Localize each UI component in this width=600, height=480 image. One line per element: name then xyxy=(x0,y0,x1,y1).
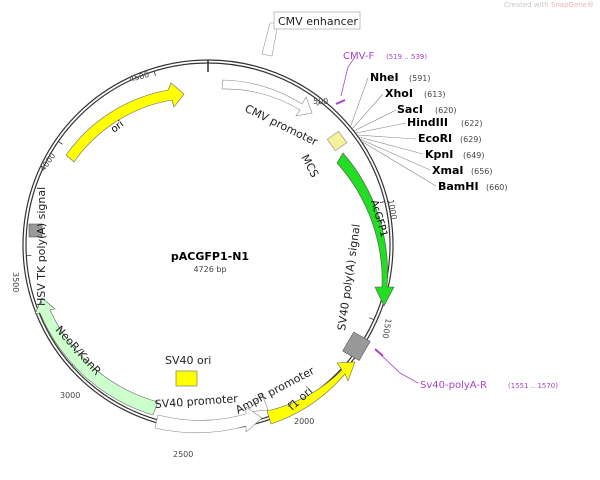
site-ecori-name[interactable]: EcoRI xyxy=(418,132,452,145)
restriction-site-leaders xyxy=(349,77,437,187)
site-hindiii-pos: (622) xyxy=(461,119,483,128)
tick-label-2500: 2500 xyxy=(173,450,193,459)
tick-label-3000: 3000 xyxy=(60,391,80,400)
tick-mark-4000 xyxy=(58,141,63,145)
tick-mark-1500 xyxy=(369,317,375,321)
sv40-promoter-feature[interactable] xyxy=(154,406,263,433)
mcs-feature[interactable] xyxy=(326,130,348,152)
site-nhei-pos: (591) xyxy=(409,74,431,83)
cmv-enhancer-label[interactable]: CMV enhancer xyxy=(278,15,358,28)
cmv-f-primer-mark xyxy=(335,99,346,105)
sv40-polya-r-label[interactable]: Sv40-polyA-R xyxy=(420,380,487,391)
cmv-f-range: (519 .. 539) xyxy=(386,53,427,61)
site-bamhi-pos: (660) xyxy=(486,183,508,192)
sv40-ori-feature[interactable] xyxy=(175,370,198,387)
mcs-label[interactable]: MCS xyxy=(298,152,321,179)
sv40-polya-r-leader xyxy=(378,352,419,384)
tick-label-500: 500 xyxy=(313,97,328,106)
neor-kanr-feature[interactable] xyxy=(34,297,159,416)
sv40-polya-r-primer-mark xyxy=(374,348,384,357)
f1-ori-feature[interactable] xyxy=(266,361,356,425)
tick-mark-500 xyxy=(316,101,321,106)
tick-label-1500: 1500 xyxy=(380,318,392,340)
tick-mark-4500 xyxy=(153,71,156,77)
site-kpni-name[interactable]: KpnI xyxy=(425,148,453,161)
cmv-f-leader xyxy=(340,56,356,97)
acgfp1-feature[interactable] xyxy=(336,152,395,307)
site-hindiii-name[interactable]: HindIII xyxy=(407,116,448,129)
hsv-polya-label[interactable]: HSV TK poly(A) signal xyxy=(35,187,48,306)
site-nhei-name[interactable]: NheI xyxy=(370,71,399,84)
tick-label-4000: 4000 xyxy=(38,151,57,173)
plasmid-size: 4726 bp xyxy=(193,265,226,274)
credit-prefix: Created with xyxy=(503,1,551,9)
credit-brand: SnapGene® xyxy=(550,1,594,9)
tick-label-1000: 1000 xyxy=(386,199,398,221)
site-ecori-pos: (629) xyxy=(460,135,482,144)
sv40-polya-feature[interactable] xyxy=(342,331,371,361)
sv40-polya-r-range: (1551 .. 1570) xyxy=(508,382,558,390)
tick-label-2000: 2000 xyxy=(294,417,314,426)
hsv-polya-feature[interactable] xyxy=(28,223,43,238)
tick-mark-1000 xyxy=(379,201,385,204)
cmv-enhancer-label-box xyxy=(273,11,361,30)
site-saci-name[interactable]: SacI xyxy=(397,103,423,116)
site-saci-pos: (620) xyxy=(435,106,457,115)
ampr-promoter-feature[interactable] xyxy=(246,393,269,413)
site-kpni-pos: (649) xyxy=(463,151,485,160)
sv40-ori-label[interactable]: SV40 ori xyxy=(165,354,211,367)
plasmid-name: pACGFP1-N1 xyxy=(171,250,249,263)
site-xhoi-pos: (613) xyxy=(424,90,446,99)
snapgene-credit: Created with SnapGene® xyxy=(504,1,594,9)
site-xmai-name[interactable]: XmaI xyxy=(432,164,463,177)
sv40-promoter-label[interactable]: SV40 promoter xyxy=(154,392,238,411)
tick-label-4500: 4500 xyxy=(128,70,150,84)
sv40-polya-label[interactable]: SV40 poly(A) signal xyxy=(335,223,363,331)
ori-feature[interactable] xyxy=(65,82,185,163)
cmv-f-label[interactable]: CMV-F xyxy=(343,51,374,62)
cmv-promoter-feature[interactable] xyxy=(221,79,313,117)
site-bamhi-name[interactable]: BamHI xyxy=(438,180,479,193)
site-xhoi-name[interactable]: XhoI xyxy=(385,87,413,100)
site-xmai-pos: (656) xyxy=(471,167,493,176)
tick-label-3500: 3500 xyxy=(11,272,20,292)
